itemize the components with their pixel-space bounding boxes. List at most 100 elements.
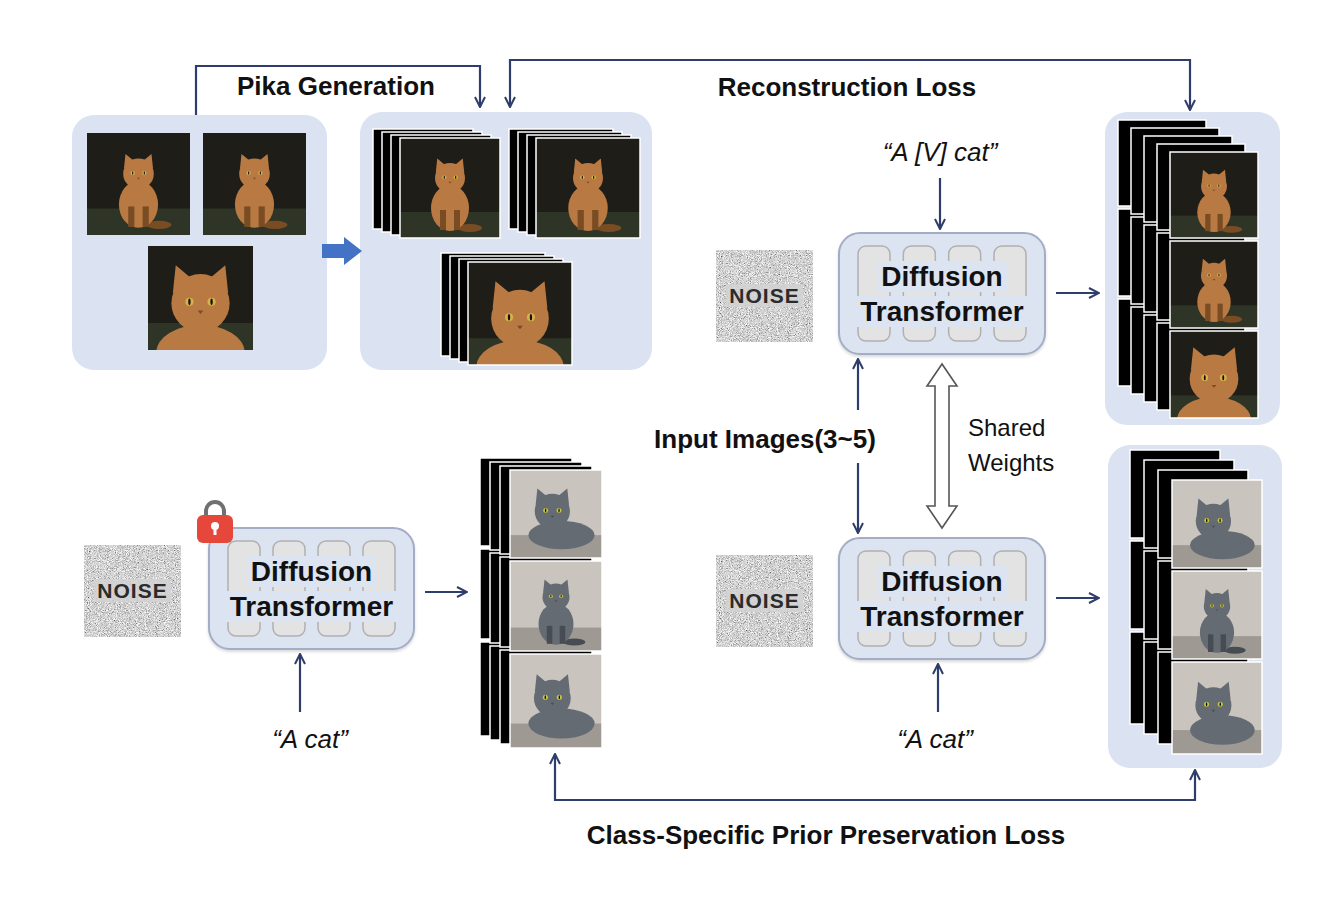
- lock-body: [197, 515, 233, 543]
- cat-eye: [454, 175, 458, 179]
- text-wrap: NOISE: [726, 588, 802, 613]
- cat-head: [1201, 263, 1227, 289]
- cat-head: [491, 290, 549, 348]
- cat-pupil: [260, 171, 261, 174]
- input-label: Input Images(3~5): [651, 425, 879, 455]
- photo-frame: [510, 470, 602, 558]
- photo-frame: [1172, 480, 1262, 568]
- prompt-text: “A [V] cat”: [880, 138, 1001, 168]
- cat-pupil: [559, 695, 560, 699]
- cat-pupil: [1220, 702, 1221, 706]
- photo-background: [1170, 152, 1258, 238]
- cat-photo: [1172, 571, 1262, 659]
- generation-arrow: [322, 237, 362, 265]
- transformer-box: Diffusion Transformer: [208, 527, 415, 650]
- cat-head: [1190, 354, 1239, 403]
- output-arrow: [1056, 292, 1099, 294]
- cat-photo: [87, 133, 190, 235]
- noise-image: NOISE: [716, 250, 813, 342]
- photo-frame: [468, 262, 572, 365]
- photo-background: [203, 133, 306, 235]
- cat-eye: [142, 171, 146, 175]
- noise-image: NOISE: [84, 545, 181, 637]
- cat-eye: [207, 298, 215, 306]
- cat-photo: [1170, 331, 1258, 418]
- cat-leg: [1208, 634, 1213, 652]
- image-panel: [1105, 112, 1280, 425]
- noise-image: NOISE: [716, 555, 813, 647]
- cat-leg: [244, 206, 250, 226]
- cat-eye: [1220, 374, 1227, 381]
- transformer-shape: [210, 529, 413, 648]
- text-wrap: NOISE: [94, 578, 170, 603]
- cat-pupil: [593, 176, 594, 179]
- cat-pupil: [188, 299, 190, 305]
- image-panel: [72, 115, 327, 370]
- cat-leg: [259, 206, 265, 226]
- cat-eye: [543, 508, 548, 513]
- lock-shackle: [206, 502, 224, 517]
- cat-pupil: [144, 171, 145, 174]
- cat-leg: [1218, 214, 1223, 231]
- cat-eye: [247, 171, 251, 175]
- transformer-shape: [840, 234, 1044, 353]
- cat-eye: [592, 175, 596, 179]
- cat-leg: [454, 210, 460, 230]
- cat-pupil: [132, 171, 133, 174]
- cat-eye: [1210, 604, 1214, 608]
- cat-head: [535, 494, 570, 529]
- cat-photo: [510, 654, 602, 748]
- cat-eye: [543, 695, 548, 700]
- edge-label: Shared Weights: [968, 411, 1080, 481]
- lock-keyhole-slot: [214, 527, 217, 535]
- cat-nose: [198, 310, 204, 313]
- cat-nose: [253, 178, 256, 180]
- cat-pupil: [1209, 184, 1210, 187]
- cat-eye: [557, 508, 562, 513]
- photo-frame: [536, 138, 640, 238]
- photo-frame: [1172, 662, 1262, 754]
- cat-pupil: [1222, 375, 1224, 380]
- cat-nose: [449, 182, 452, 184]
- cat-eye: [1207, 273, 1211, 277]
- cat-leg: [592, 210, 598, 230]
- cat-leg: [578, 210, 584, 230]
- cat-eye: [549, 594, 553, 598]
- photo-frame: [510, 561, 602, 651]
- cat-eye: [1218, 702, 1223, 707]
- cat-photo: [203, 133, 306, 235]
- photo-frame: [1170, 152, 1258, 238]
- photo-background: [510, 561, 602, 651]
- cat-head: [171, 274, 229, 332]
- image-panel: [360, 112, 652, 370]
- cat-eye: [527, 313, 535, 321]
- cat-nose: [137, 178, 140, 180]
- noise-texture: [84, 545, 181, 637]
- cat-pupil: [1219, 519, 1220, 523]
- output-arrow: [425, 591, 467, 593]
- cat-photo: [468, 262, 572, 365]
- cat-pupil: [1221, 604, 1222, 607]
- cat-nose: [1212, 385, 1217, 388]
- box-title: Diffusion Transformer: [856, 566, 1027, 632]
- cat-head: [1195, 687, 1231, 723]
- cat-leg: [143, 206, 149, 226]
- box-title: Diffusion Transformer: [226, 556, 397, 622]
- cat-eye: [559, 594, 563, 598]
- cat-leg: [1218, 304, 1223, 321]
- cat-head: [573, 163, 603, 193]
- photo-background: [536, 138, 640, 238]
- cat-eye: [442, 175, 446, 179]
- cat-eye: [185, 298, 193, 306]
- prompt-text: “A cat”: [894, 725, 976, 755]
- photo-background: [510, 654, 602, 748]
- photo-background: [400, 138, 500, 238]
- photo-background: [1172, 662, 1262, 754]
- noise-texture: [716, 555, 813, 647]
- text-wrap: Diffusion Transformer: [850, 259, 1034, 329]
- cat-pupil: [545, 509, 546, 513]
- cat-pupil: [508, 314, 510, 320]
- cat-head: [1204, 593, 1230, 619]
- cat-eye: [1204, 702, 1209, 707]
